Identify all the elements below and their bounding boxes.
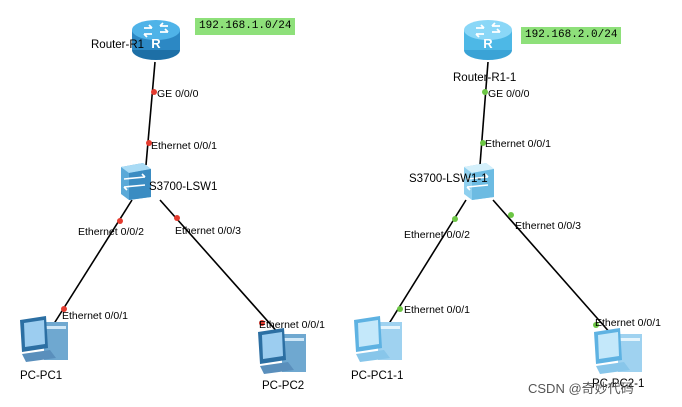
switch-icon[interactable] xyxy=(117,161,153,201)
link-lsw1-pc2[interactable] xyxy=(159,199,281,336)
port-status-dot xyxy=(452,216,458,222)
port-status-dot xyxy=(397,306,403,312)
pc-icon[interactable] xyxy=(254,326,312,376)
router-name: Router-R1 xyxy=(91,39,145,51)
port-status-dot xyxy=(117,218,123,224)
svg-text:R: R xyxy=(483,36,493,51)
router-icon[interactable]: R xyxy=(130,18,182,62)
link-r1-1-lsw1-1[interactable] xyxy=(479,61,489,166)
port-status-dot xyxy=(482,89,488,95)
watermark: CSDN @奇妙代码 xyxy=(528,381,634,396)
network-label: 192.168.1.0/24 xyxy=(195,18,296,35)
port-status-dot xyxy=(259,320,265,326)
router-icon[interactable]: R xyxy=(462,18,514,62)
pc-icon[interactable] xyxy=(16,314,74,364)
port-status-dot xyxy=(174,215,180,221)
pc-name: PC-PC2-1 xyxy=(592,378,645,390)
port-status-dot xyxy=(508,212,514,218)
switch-name: S3700-LSW1-1 xyxy=(409,173,488,185)
link-lsw1-1-pc2-1[interactable] xyxy=(492,199,613,336)
port-label: Ethernet 0/0/1 xyxy=(62,310,128,322)
port-status-dot xyxy=(151,89,157,95)
pc-name: PC-PC1 xyxy=(20,370,63,382)
port-status-dot xyxy=(61,306,67,312)
network-label: 192.168.2.0/24 xyxy=(521,27,622,44)
port-label: Ethernet 0/0/1 xyxy=(595,317,661,329)
switch-name: S3700-LSW1 xyxy=(149,181,218,193)
pc-icon[interactable] xyxy=(350,314,408,364)
port-label: Ethernet 0/0/1 xyxy=(259,319,325,331)
pc-icon[interactable] xyxy=(590,326,648,376)
pc-name: PC-PC1-1 xyxy=(351,370,404,382)
link-r1-lsw1[interactable] xyxy=(145,61,156,166)
svg-text:R: R xyxy=(151,36,161,51)
port-status-dot xyxy=(593,322,599,328)
router-name: Router-R1-1 xyxy=(453,72,517,84)
port-status-dot xyxy=(480,140,486,146)
port-label: Ethernet 0/0/1 xyxy=(151,140,217,152)
port-label: Ethernet 0/0/3 xyxy=(175,225,241,237)
port-label: Ethernet 0/0/1 xyxy=(485,138,551,150)
pc-name: PC-PC2 xyxy=(262,380,305,392)
port-status-dot xyxy=(146,140,152,146)
switch-icon[interactable] xyxy=(460,161,496,201)
port-label: GE 0/0/0 xyxy=(157,88,199,100)
port-label: Ethernet 0/0/1 xyxy=(404,304,470,316)
port-label: GE 0/0/0 xyxy=(488,88,530,100)
port-label: Ethernet 0/0/2 xyxy=(78,226,144,238)
port-label: Ethernet 0/0/3 xyxy=(515,220,581,232)
port-label: Ethernet 0/0/2 xyxy=(404,229,470,241)
